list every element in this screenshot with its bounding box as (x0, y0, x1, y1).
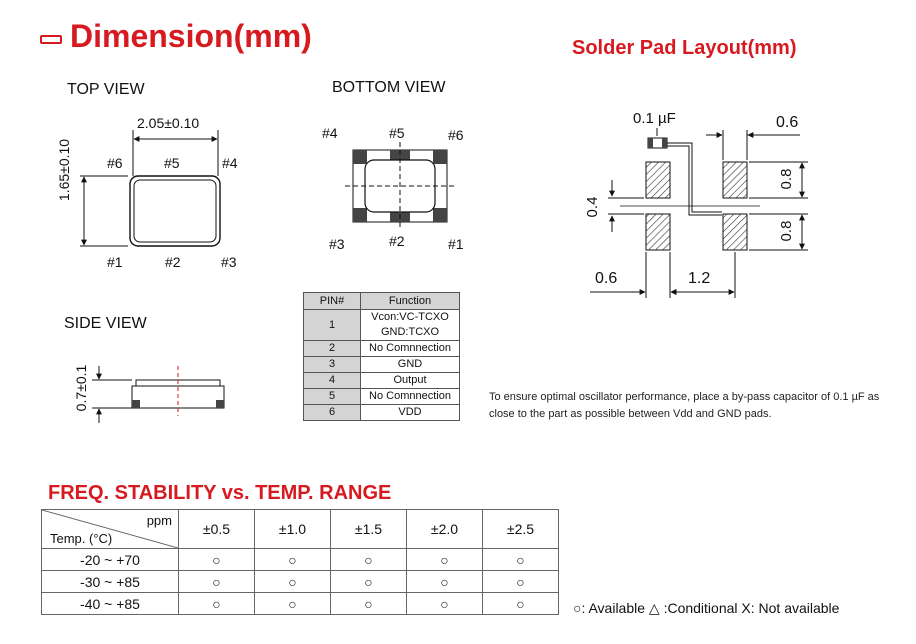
temp-range: -20 ~ +70 (41, 548, 179, 571)
table-row: -30 ~ +85 ○ ○ ○ ○ ○ (41, 570, 559, 593)
pad-dim-right-lower: 0.8 (778, 220, 795, 242)
availability-cell: ○ (406, 548, 483, 571)
dimension-title-text: Dimension(mm) (70, 18, 312, 54)
availability-cell: ○ (178, 592, 255, 615)
stability-col-header: ±1.0 (254, 509, 331, 549)
pin-number: 5 (303, 388, 361, 405)
availability-cell: ○ (482, 570, 559, 593)
pad-dim-bottom-mid: 1.2 (688, 270, 711, 287)
cap-label: 0.1 µF (633, 110, 676, 127)
bottom-pin5: #5 (389, 125, 405, 141)
bypass-capacitor-note: To ensure optimal oscillator performance… (489, 391, 880, 420)
top-pin4: #4 (222, 155, 238, 171)
corner-diagonal (42, 510, 178, 548)
availability-cell: ○ (482, 548, 559, 571)
pin-function: VDD (360, 404, 460, 421)
table-row: 4 Output (303, 372, 460, 389)
function-header: Function (360, 292, 460, 310)
table-row: -20 ~ +70 ○ ○ ○ ○ ○ (41, 548, 559, 571)
pin-function: GND (360, 356, 460, 373)
table-row: 6 VDD (303, 404, 460, 421)
top-pin6: #6 (107, 155, 123, 171)
top-width-dim: 2.05±0.10 (137, 115, 200, 131)
availability-cell: ○ (254, 592, 331, 615)
temp-range: -30 ~ +85 (41, 570, 179, 593)
availability-cell: ○ (330, 592, 407, 615)
stability-corner-cell: ppm Temp. (°C) (41, 509, 179, 549)
table-row: 5 No Comnnection (303, 388, 460, 405)
availability-cell: ○ (254, 548, 331, 571)
stability-col-header: ±1.5 (330, 509, 407, 549)
bottom-view-drawing (345, 142, 455, 230)
pin-number: 1 (303, 309, 361, 341)
corner-temp-label: Temp. (°C) (50, 531, 113, 546)
top-view-label: TOP VIEW (67, 81, 145, 98)
bottom-pin4: #4 (322, 125, 338, 141)
pin-number: 2 (303, 340, 361, 357)
top-pin3: #3 (221, 254, 237, 270)
bottom-pin2: #2 (389, 233, 405, 249)
pad-dim-bottom-left: 0.6 (595, 270, 618, 287)
availability-cell: ○ (482, 592, 559, 615)
stability-header-row: ppm Temp. (°C) ±0.5 ±1.0 ±1.5 ±2.0 ±2.5 (41, 509, 559, 549)
table-row: 2 No Comnnection (303, 340, 460, 357)
side-view-label: SIDE VIEW (64, 315, 147, 332)
bottom-view-label: BOTTOM VIEW (332, 79, 446, 96)
freq-stability-title: FREQ. STABILITY vs. TEMP. RANGE (48, 482, 392, 504)
dimension-title: Dimension(mm) (40, 18, 312, 55)
bottom-pin1: #1 (448, 236, 464, 252)
bottom-pin6: #6 (448, 127, 464, 143)
stability-table: ppm Temp. (°C) ±0.5 ±1.0 ±1.5 ±2.0 ±2.5 … (41, 509, 559, 615)
solder-pad-drawing (590, 128, 808, 298)
availability-cell: ○ (406, 592, 483, 615)
availability-cell: ○ (178, 570, 255, 593)
pin-function: Vcon:VC-TCXO GND:TCXO (360, 309, 460, 341)
pin-function-table: PIN# Function 1 Vcon:VC-TCXO GND:TCXO 2 … (303, 292, 460, 421)
solder-pad-title: Solder Pad Layout(mm) (572, 37, 797, 59)
top-view-drawing (80, 130, 221, 247)
availability-cell: ○ (178, 548, 255, 571)
pad-dim-left: 0.4 (584, 196, 601, 218)
table-row: 1 Vcon:VC-TCXO GND:TCXO (303, 309, 460, 341)
side-height-dim: 0.7±0.1 (73, 364, 89, 412)
stability-col-header: ±0.5 (178, 509, 255, 549)
corner-ppm-label: ppm (146, 513, 172, 528)
side-view-drawing (92, 366, 225, 423)
pin-function: No Comnnection (360, 388, 460, 405)
bottom-pin3: #3 (329, 236, 345, 252)
availability-cell: ○ (254, 570, 331, 593)
top-pin2: #2 (165, 254, 181, 270)
pin-header: PIN# (303, 292, 361, 310)
top-height-dim: 1.65±0.10 (56, 138, 72, 202)
temp-range: -40 ~ +85 (41, 592, 179, 615)
table-row: -40 ~ +85 ○ ○ ○ ○ ○ (41, 592, 559, 615)
pin-function-line: Vcon:VC-TCXO (371, 311, 449, 323)
stability-col-header: ±2.5 (482, 509, 559, 549)
stability-col-header: ±2.0 (406, 509, 483, 549)
top-pin1: #1 (107, 254, 123, 270)
top-pin5: #5 (164, 155, 180, 171)
pad-dim-top-right: 0.6 (776, 114, 799, 131)
availability-legend: ○: Available △ :Conditional X: Not avail… (573, 600, 840, 616)
availability-cell: ○ (330, 548, 407, 571)
availability-cell: ○ (406, 570, 483, 593)
pin-function: No Comnnection (360, 340, 460, 357)
pin-number: 4 (303, 372, 361, 389)
pin-number: 6 (303, 404, 361, 421)
pin-number: 3 (303, 356, 361, 373)
dimension-bar-icon (40, 35, 62, 44)
pin-function-line: GND:TCXO (380, 326, 440, 338)
pin-function: Output (360, 372, 460, 389)
availability-cell: ○ (330, 570, 407, 593)
pin-table-header: PIN# Function (303, 292, 460, 310)
pad-dim-right-upper: 0.8 (778, 168, 795, 190)
table-row: 3 GND (303, 356, 460, 373)
